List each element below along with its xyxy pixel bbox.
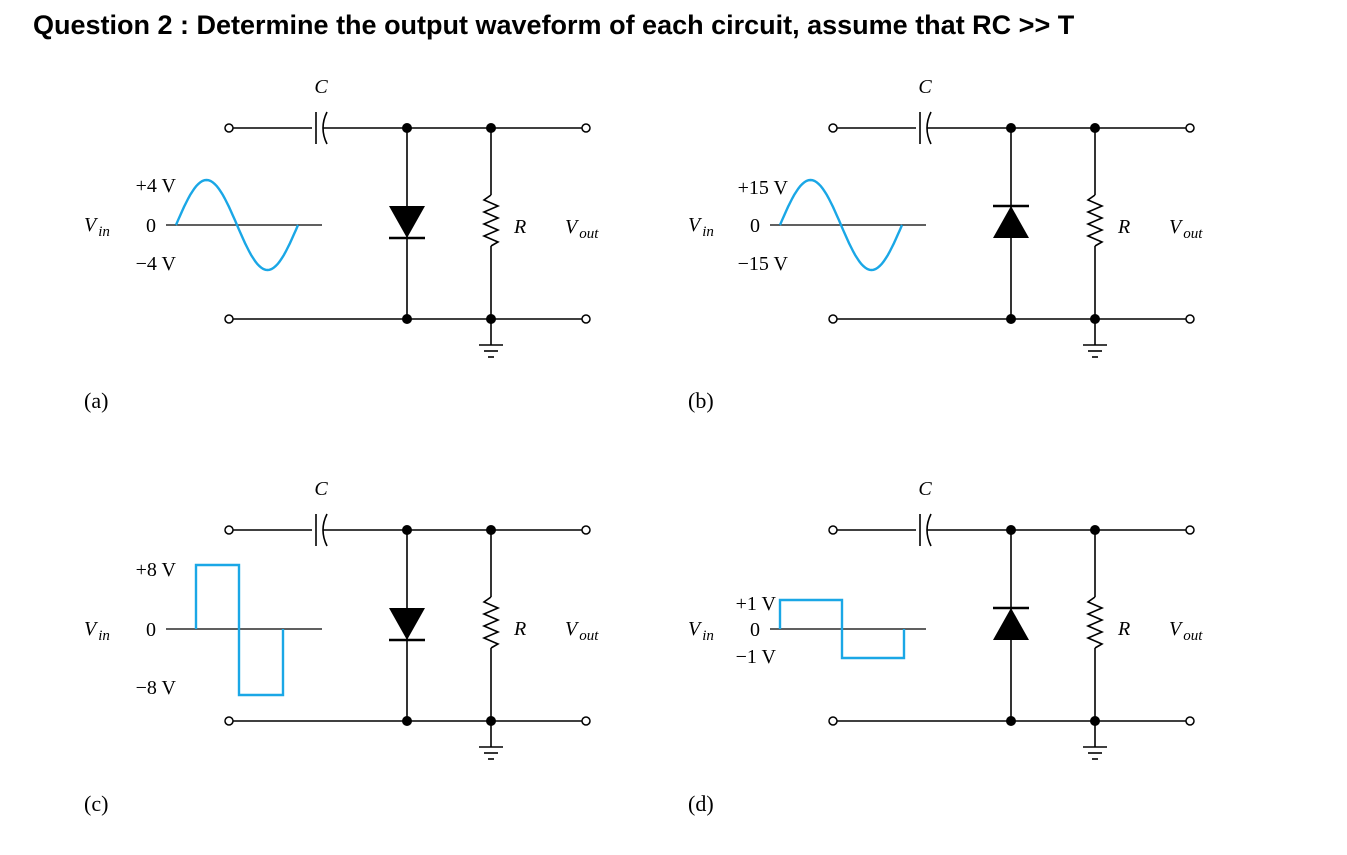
zero-label: 0 xyxy=(146,215,156,237)
resistor-label: R xyxy=(1117,618,1130,640)
capacitor-label: C xyxy=(918,76,932,98)
terminal xyxy=(828,314,838,324)
resistor-label: R xyxy=(513,216,526,238)
terminal xyxy=(1185,314,1195,324)
terminal xyxy=(224,525,234,535)
diode-symbol xyxy=(993,606,1029,640)
resistor-zigzag xyxy=(481,596,501,649)
ground-symbol xyxy=(1083,344,1107,358)
zero-label: 0 xyxy=(750,619,760,641)
diode-triangle xyxy=(389,608,425,640)
circuit-caption: (c) xyxy=(84,791,108,816)
resistor-zigzag xyxy=(1085,596,1105,649)
terminal xyxy=(1185,716,1195,726)
terminal xyxy=(581,314,591,324)
terminal xyxy=(1185,123,1195,133)
input-sine-waveform xyxy=(174,178,300,272)
capacitor-label: C xyxy=(314,76,328,98)
terminal xyxy=(224,123,234,133)
negative-peak-label: −15 V xyxy=(738,253,789,275)
resistor-label: R xyxy=(513,618,526,640)
diode-triangle xyxy=(993,608,1029,640)
terminal xyxy=(581,716,591,726)
negative-peak-label: −8 V xyxy=(136,677,177,699)
positive-peak-label: +8 V xyxy=(136,559,177,581)
ground-symbol xyxy=(1083,746,1107,760)
diode-symbol xyxy=(389,206,425,240)
capacitor-label: C xyxy=(314,478,328,500)
diode-triangle xyxy=(389,206,425,238)
diode-triangle xyxy=(993,206,1029,238)
resistor-label: R xyxy=(1117,216,1130,238)
positive-peak-label: +4 V xyxy=(136,175,177,197)
circuit-caption: (d) xyxy=(688,791,714,816)
negative-peak-label: −1 V xyxy=(736,646,777,668)
positive-peak-label: +15 V xyxy=(738,177,789,199)
terminal xyxy=(1185,525,1195,535)
ground-symbol xyxy=(479,746,503,760)
circuit-caption: (b) xyxy=(688,388,714,413)
negative-peak-label: −4 V xyxy=(136,253,177,275)
resistor-zigzag xyxy=(1085,194,1105,247)
terminal xyxy=(224,314,234,324)
terminal xyxy=(224,716,234,726)
terminal xyxy=(581,525,591,535)
terminal xyxy=(828,716,838,726)
question-title: Question 2 : Determine the output wavefo… xyxy=(33,10,1075,40)
input-square-waveform xyxy=(778,598,906,660)
zero-label: 0 xyxy=(146,619,156,641)
input-square-waveform xyxy=(194,563,285,697)
input-sine-waveform xyxy=(778,178,904,272)
terminal xyxy=(581,123,591,133)
circuit-caption: (a) xyxy=(84,388,108,413)
diode-symbol xyxy=(389,608,425,642)
terminal xyxy=(828,123,838,133)
zero-label: 0 xyxy=(750,215,760,237)
resistor-zigzag xyxy=(481,194,501,247)
ground-symbol xyxy=(479,344,503,358)
capacitor-label: C xyxy=(918,478,932,500)
terminal xyxy=(828,525,838,535)
positive-peak-label: +1 V xyxy=(736,593,777,615)
diode-symbol xyxy=(993,204,1029,238)
